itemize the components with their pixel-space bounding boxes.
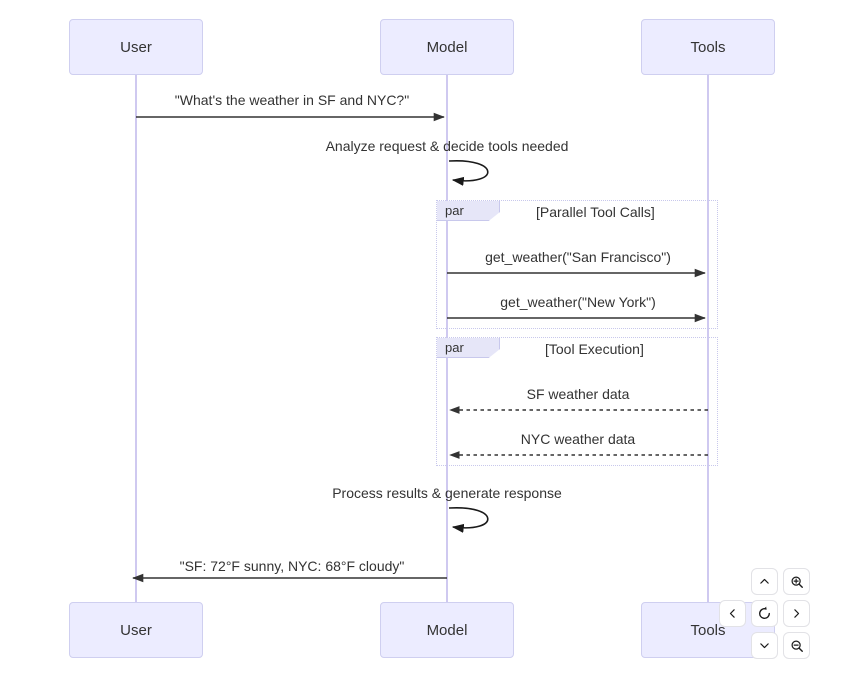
pan-up-button[interactable] <box>751 568 778 595</box>
fragment-keyword-par-1: par <box>437 201 500 221</box>
actor-box-tools-top[interactable]: Tools <box>641 19 775 75</box>
message-label-m5: SF weather data <box>526 386 630 402</box>
actor-box-user-bottom[interactable]: User <box>69 602 203 658</box>
pan-down-button[interactable] <box>751 632 778 659</box>
zoom-in-button[interactable] <box>783 568 810 595</box>
zoom-out-button[interactable] <box>783 632 810 659</box>
actor-box-user-top[interactable]: User <box>69 19 203 75</box>
message-label-m1: "What's the weather in SF and NYC?" <box>174 92 410 108</box>
actor-box-model-top[interactable]: Model <box>380 19 514 75</box>
chevron-left-icon <box>726 607 739 620</box>
fragment-keyword-label-1: par <box>445 203 464 218</box>
message-label-m8: "SF: 72°F sunny, NYC: 68°F cloudy" <box>179 558 405 574</box>
fragment-keyword-label-2: par <box>445 340 464 355</box>
pan-right-button[interactable] <box>783 600 810 627</box>
chevron-right-icon <box>790 607 803 620</box>
diagram-controls <box>718 566 818 661</box>
message-label-m3: get_weather("San Francisco") <box>485 249 671 265</box>
fragment-parallel-tool-calls: par <box>436 200 718 329</box>
chevron-up-icon <box>758 575 771 588</box>
actor-label-tools-top: Tools <box>690 38 726 56</box>
reset-icon <box>757 606 772 621</box>
fragment-tool-execution: par <box>436 337 718 466</box>
message-selfloop-m2 <box>448 160 489 186</box>
message-label-m2: Analyze request & decide tools needed <box>325 138 569 154</box>
reset-view-button[interactable] <box>751 600 778 627</box>
message-label-m4: get_weather("New York") <box>500 294 656 310</box>
actor-label-tools-bottom: Tools <box>690 621 726 639</box>
actor-label-user-bottom: User <box>120 621 152 639</box>
zoom-out-icon <box>790 639 804 653</box>
message-label-m6: NYC weather data <box>520 431 636 447</box>
chevron-down-icon <box>758 639 771 652</box>
pan-left-button[interactable] <box>719 600 746 627</box>
actor-box-model-bottom[interactable]: Model <box>380 602 514 658</box>
actor-label-user-top: User <box>120 38 152 56</box>
message-label-m7: Process results & generate response <box>332 485 562 501</box>
zoom-in-icon <box>790 575 804 589</box>
fragment-title-parallel-tool-calls: [Parallel Tool Calls] <box>536 204 655 220</box>
fragment-keyword-par-2: par <box>437 338 500 358</box>
fragment-title-tool-execution: [Tool Execution] <box>545 341 644 357</box>
actor-label-model-top: Model <box>426 38 468 56</box>
actor-label-model-bottom: Model <box>426 621 468 639</box>
message-selfloop-m7 <box>448 507 489 533</box>
